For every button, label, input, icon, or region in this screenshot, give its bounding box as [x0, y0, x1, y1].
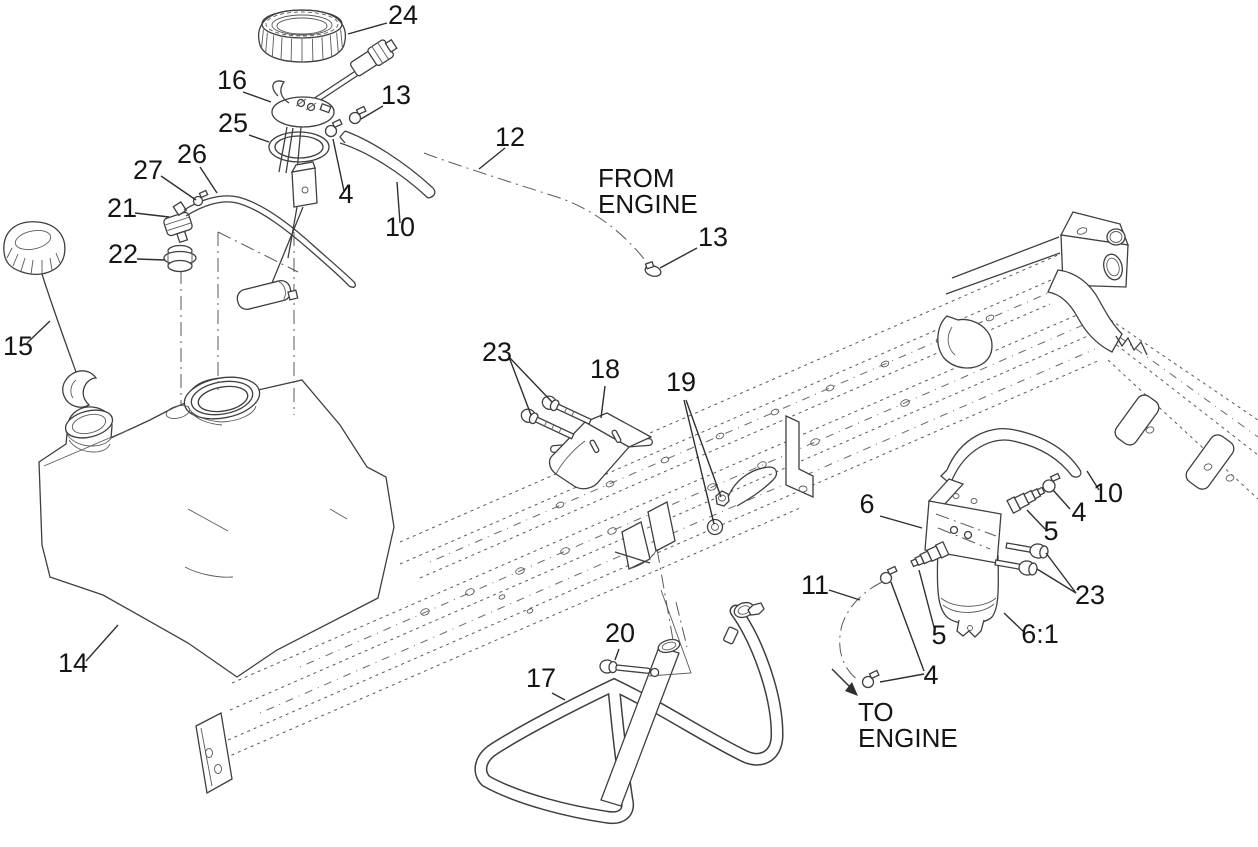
filter-bolt-1	[1005, 542, 1049, 559]
callout-4-bottom: 4	[923, 660, 938, 690]
hose-clamp-13-right	[644, 260, 662, 277]
from-engine-line2: ENGINE	[598, 189, 698, 219]
callout-10-top: 10	[385, 212, 415, 242]
callout-6: 6	[859, 489, 874, 519]
callout-15: 15	[3, 331, 33, 361]
grommet	[163, 244, 197, 273]
fuel-tank	[38, 376, 395, 678]
callout-12: 12	[495, 122, 525, 152]
to-engine-arrow	[831, 668, 858, 696]
fitting-lower	[910, 540, 950, 568]
frame-cross-tube	[937, 269, 1148, 369]
callout-13-right: 13	[698, 222, 728, 252]
callout-20: 20	[605, 618, 635, 648]
callout-27: 27	[133, 155, 163, 185]
hose-clamp-4-filter	[1042, 472, 1061, 493]
to-engine-line2: ENGINE	[858, 723, 958, 753]
fuel-filter-assembly	[831, 428, 1082, 696]
leader-lines	[26, 22, 1100, 701]
to-engine-line1: TO	[858, 697, 894, 727]
hose-clamp-4-mid	[879, 565, 898, 585]
cap-retainer-ring	[258, 9, 346, 63]
callout-6-1: 6:1	[1021, 619, 1059, 649]
hose-clamp-4-bottom	[861, 669, 880, 689]
fuel-cap	[3, 221, 98, 408]
vent-parts	[163, 189, 356, 288]
frame-rails	[224, 254, 1258, 759]
tube-guard	[474, 548, 784, 825]
callout-labels: 24 16 13 25 26 27 21 22 4 10 12 13 15 14…	[3, 0, 1123, 693]
frame-head	[945, 211, 1130, 295]
callout-4-filter-top: 4	[1071, 497, 1086, 527]
callout-22: 22	[108, 239, 138, 269]
from-engine-line1: FROM	[598, 163, 675, 193]
clamp-bracket	[548, 412, 653, 490]
frame-mid-brackets	[614, 414, 814, 570]
hose-clamp-13-top	[348, 105, 367, 125]
bracket-bolt-1	[520, 408, 575, 440]
flow-notes: FROM ENGINE TO ENGINE	[598, 163, 958, 753]
callout-5-top: 5	[1043, 516, 1058, 546]
fuel-sender	[180, 38, 436, 415]
callout-10-filter: 10	[1093, 478, 1123, 508]
callout-4-top: 4	[338, 179, 353, 209]
callout-24: 24	[388, 0, 418, 30]
fitting-upper	[1006, 486, 1046, 515]
frame-front-end-cap	[195, 712, 233, 795]
callout-18: 18	[590, 354, 620, 384]
hidden-fuel-line	[423, 152, 662, 277]
callout-13-top: 13	[381, 80, 411, 110]
callout-26: 26	[177, 139, 207, 169]
flange-nut	[706, 490, 730, 536]
callout-25: 25	[218, 108, 248, 138]
callout-23-left: 23	[482, 337, 512, 367]
callout-23-filter: 23	[1075, 580, 1105, 610]
guard-bolt	[599, 659, 660, 678]
bracket-bolt-2	[541, 395, 592, 425]
callout-17: 17	[526, 663, 556, 693]
callout-5-bottom: 5	[931, 620, 946, 650]
callout-19: 19	[666, 367, 696, 397]
callout-14: 14	[58, 648, 88, 678]
hose-clamp-27	[192, 189, 209, 207]
callout-16: 16	[217, 65, 247, 95]
callout-11: 11	[801, 570, 829, 600]
hose-clamp-4-top	[324, 118, 343, 138]
frame-rear-tabs	[1114, 394, 1235, 490]
callout-21: 21	[107, 193, 137, 223]
filter-bolt-2	[994, 559, 1038, 576]
elbow-fitting	[163, 201, 193, 244]
